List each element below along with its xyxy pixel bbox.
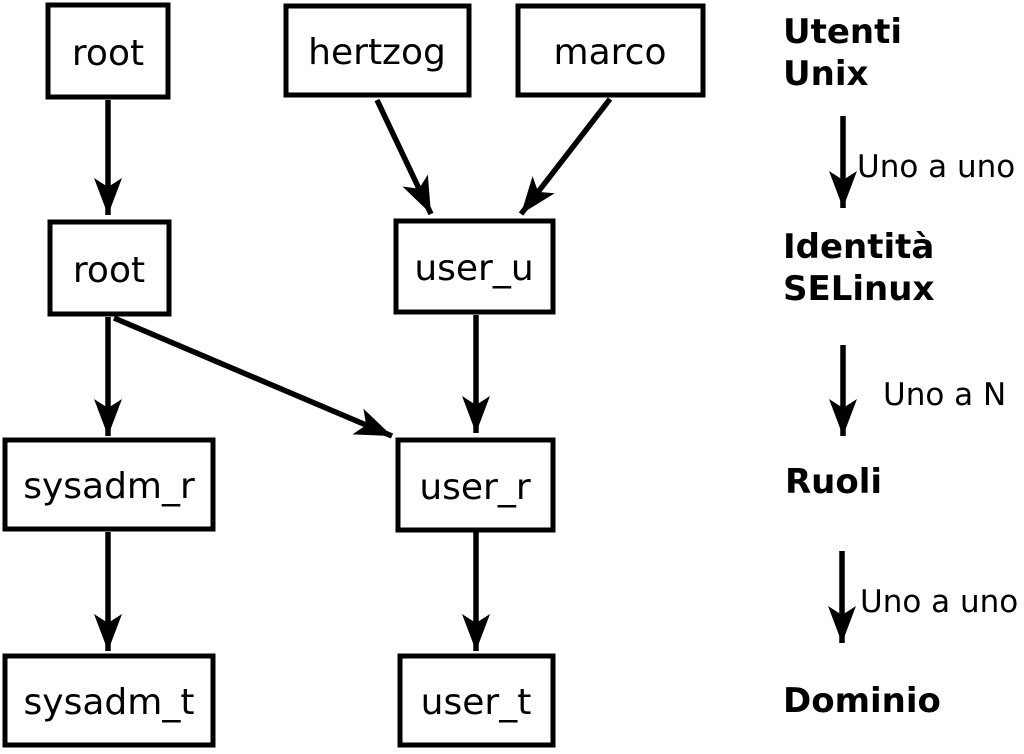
node-box-user-u [393, 218, 556, 315]
node-user-u: user_u [393, 218, 556, 315]
legend-level-identita-line1: Identità [783, 227, 934, 267]
legend-rel-uno-a-n: Uno a N [883, 377, 1006, 413]
node-box-user-t [397, 653, 556, 748]
legend-level-dominio: Dominio [783, 681, 941, 721]
legend-rel-uno-a-uno-2: Uno a uno [860, 584, 1018, 620]
node-root-selinux: root [47, 219, 172, 317]
node-label-sysadm-r: sysadm_r [23, 466, 195, 507]
legend-level-identita-line2: SELinux [783, 269, 934, 309]
legend-rel-uno-a-uno-1: Uno a uno [857, 149, 1015, 185]
node-user-r: user_r [395, 437, 556, 533]
node-user-t: user_t [397, 653, 556, 748]
edges [94, 97, 613, 651]
node-box-user-r [395, 437, 556, 533]
node-hertzog: hertzog [283, 3, 472, 98]
legend-level-utenti-line1: Utenti [783, 12, 902, 52]
node-box-sysadm-t [2, 653, 216, 748]
edge-marco-to-useru [518, 97, 613, 216]
legend-column: Utenti Unix Uno a uno Identità SELinux U… [783, 12, 1018, 721]
node-label-user-t: user_t [421, 682, 532, 723]
nodes: root hertzog marco root user_u sysadm_r … [2, 2, 706, 748]
node-label-user-u: user_u [414, 248, 533, 289]
edge-hertzog-to-useru [374, 98, 434, 216]
node-sysadm-r: sysadm_r [2, 437, 216, 532]
node-sysadm-t: sysadm_t [2, 653, 216, 748]
node-label-hertzog: hertzog [308, 32, 446, 73]
node-box-root-selinux [47, 219, 172, 317]
legend-level-utenti-line2: Unix [783, 54, 868, 94]
node-label-root-selinux: root [73, 250, 145, 291]
node-label-root-unix: root [72, 33, 144, 74]
node-label-sysadm-t: sysadm_t [24, 682, 195, 723]
node-label-marco: marco [554, 32, 667, 73]
node-root-unix: root [45, 2, 171, 100]
edge-rootselinux-to-userr [112, 315, 394, 439]
node-box-marco [515, 3, 706, 98]
node-marco: marco [515, 3, 706, 98]
legend-level-ruoli: Ruoli [785, 462, 882, 502]
node-label-user-r: user_r [419, 467, 531, 508]
node-box-hertzog [283, 3, 472, 98]
node-box-root-unix [45, 2, 171, 100]
node-box-sysadm-r [2, 437, 216, 532]
